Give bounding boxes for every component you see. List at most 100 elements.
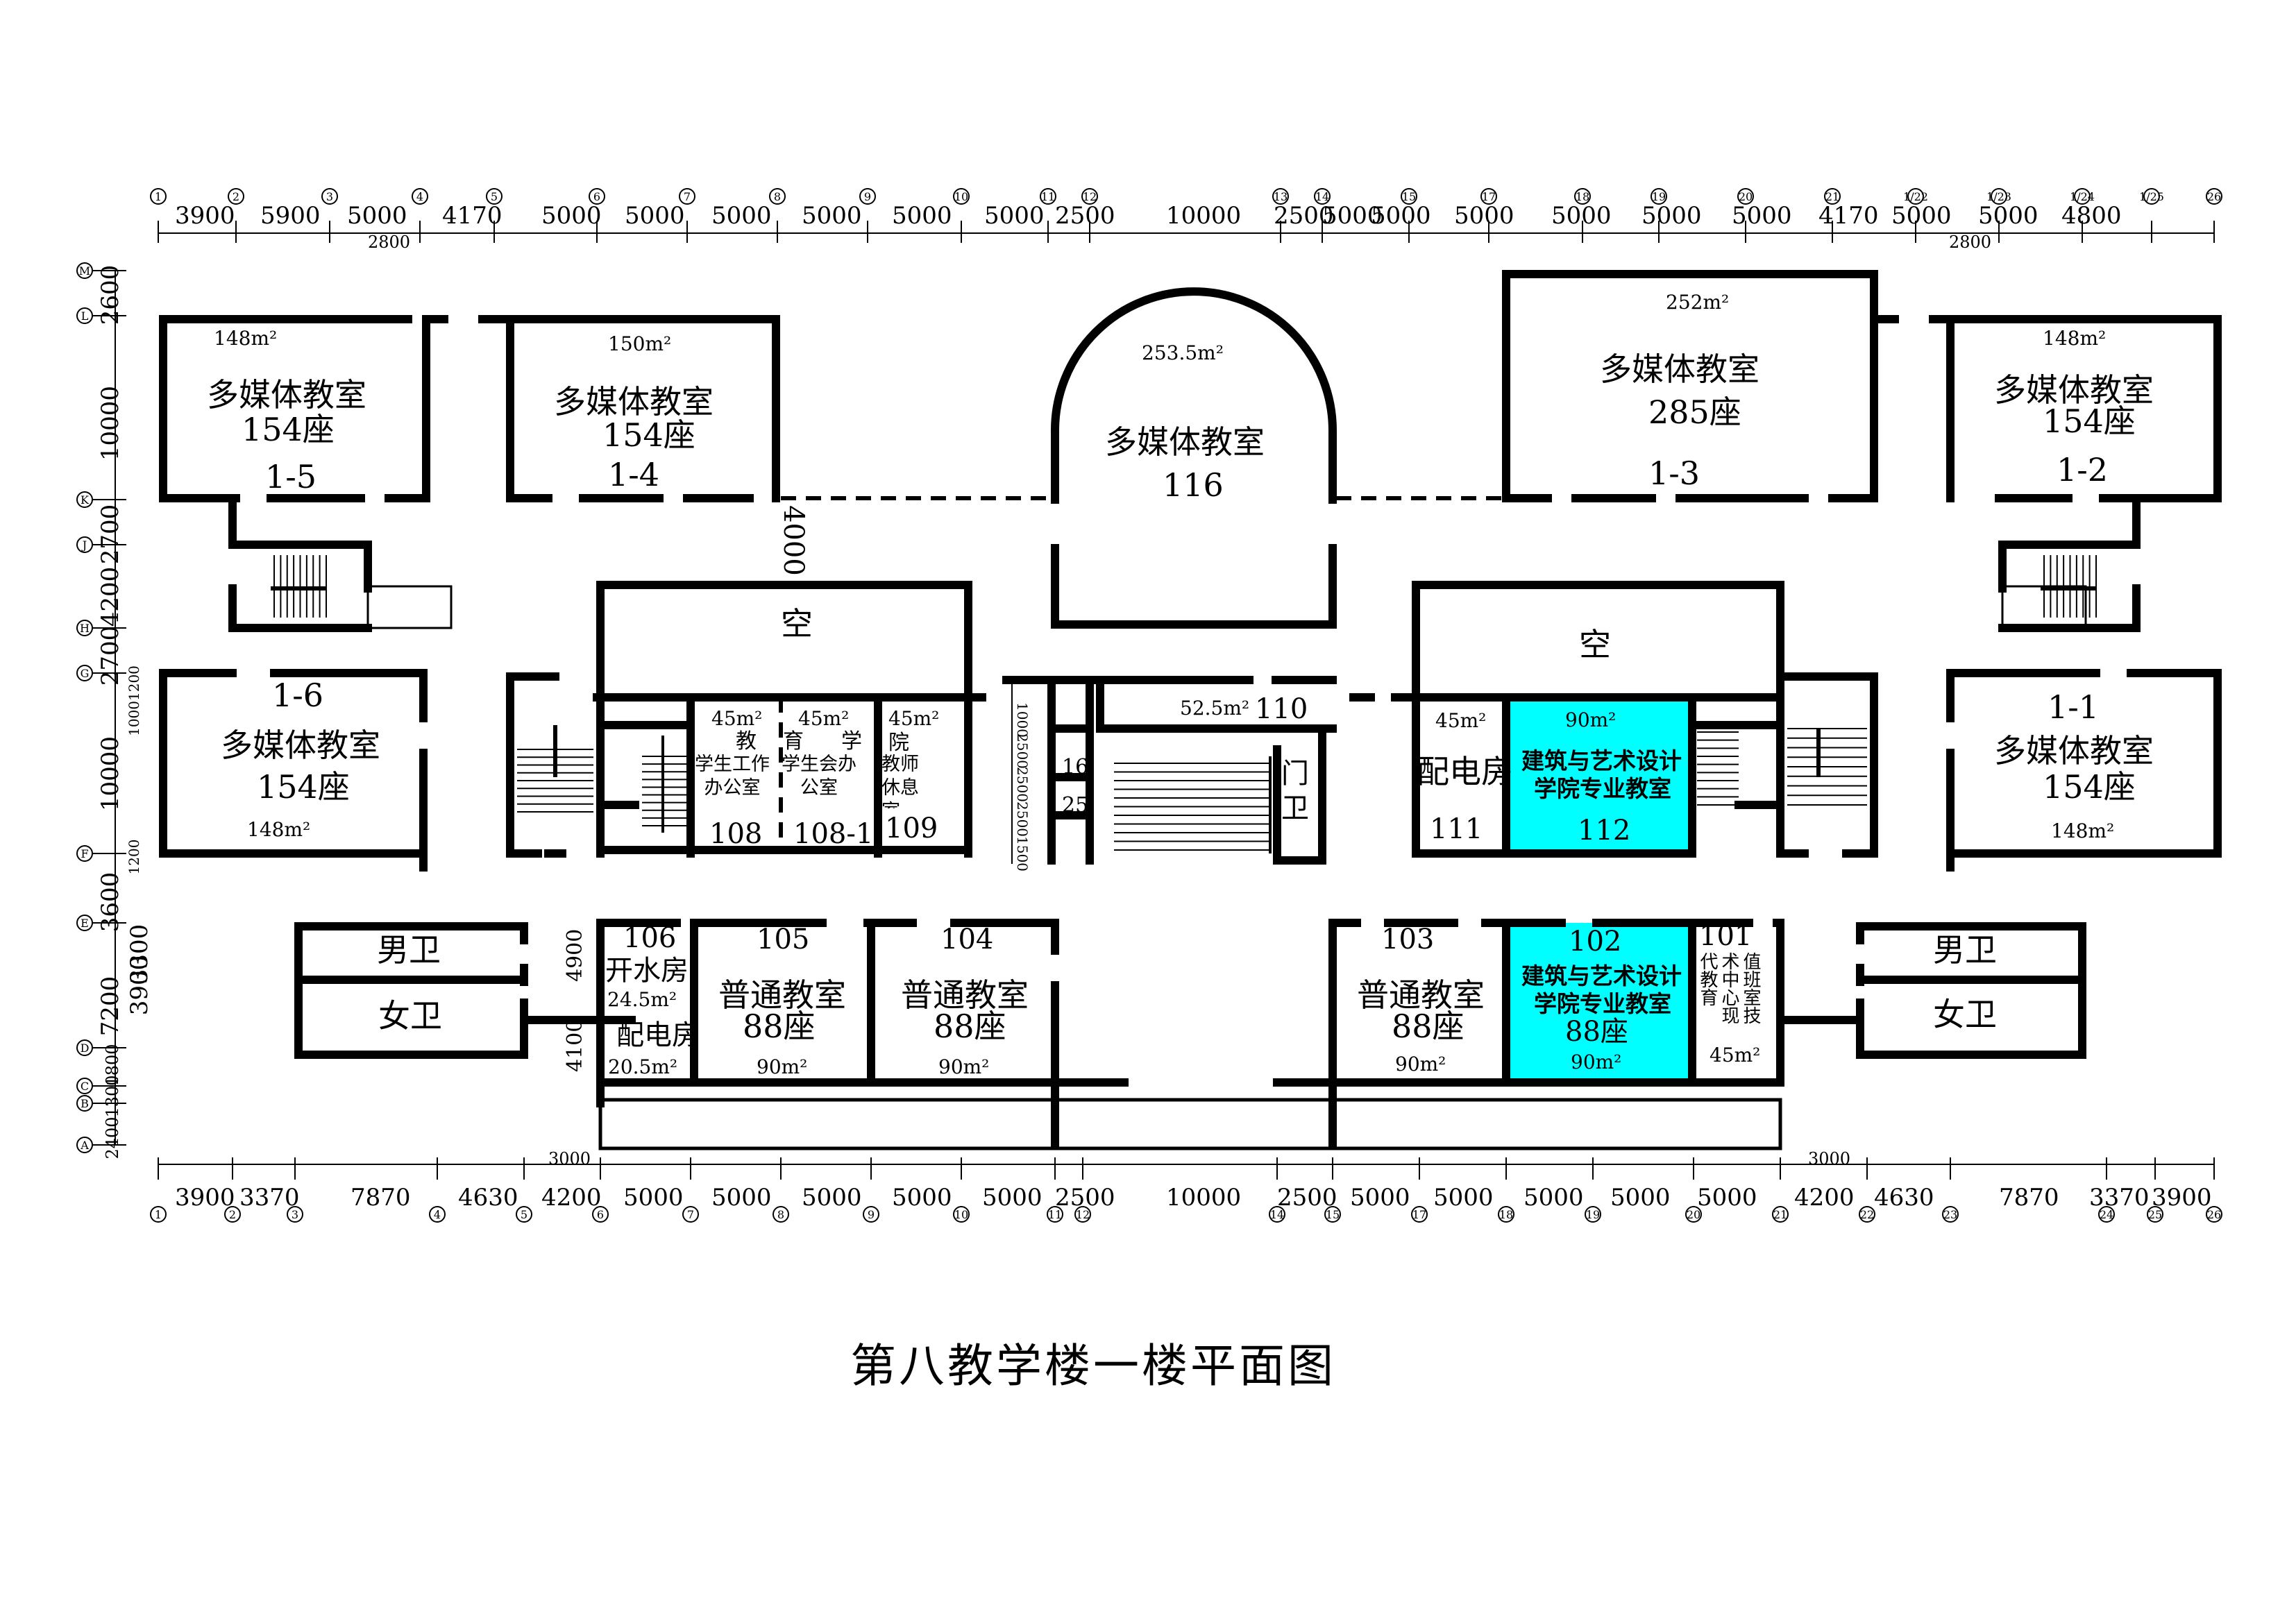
axis-marker: 11 xyxy=(1040,188,1056,205)
dim-top-label: 3900 xyxy=(175,202,235,230)
axis-marker: 10 xyxy=(953,188,970,205)
svg-text:88座: 88座 xyxy=(743,1008,816,1045)
svg-text:22: 22 xyxy=(1860,1208,1874,1221)
svg-text:育: 育 xyxy=(783,729,804,754)
svg-text:1-4: 1-4 xyxy=(608,456,659,493)
svg-text:148m²: 148m² xyxy=(2051,819,2114,842)
room-103: 103 普通教室 88座 90m² xyxy=(1357,924,1485,1076)
svg-text:1-1: 1-1 xyxy=(2048,688,2099,726)
room-1-5: 148m² 多媒体教室 154座 1-5 xyxy=(207,327,366,495)
svg-text:建筑与艺术设计: 建筑与艺术设计 xyxy=(1521,962,1682,989)
svg-text:L: L xyxy=(81,309,89,323)
svg-text:1/23: 1/23 xyxy=(1986,190,2011,203)
svg-text:11: 11 xyxy=(1041,190,1055,203)
dim-top-label: 5000 xyxy=(711,202,772,230)
dim-bottom-sub-1: 3000 xyxy=(548,1149,591,1169)
axis-marker: 22 xyxy=(1859,1206,1875,1223)
svg-text:2: 2 xyxy=(233,190,239,203)
svg-text:12: 12 xyxy=(1076,1208,1090,1221)
dim-left-label: 10001200 xyxy=(126,665,142,736)
svg-text:3: 3 xyxy=(292,1208,298,1221)
dim-bottom-label: 2500 xyxy=(1277,1184,1337,1212)
svg-text:1/22: 1/22 xyxy=(1903,190,1928,203)
axis-marker: K xyxy=(76,491,104,508)
axis-marker: 1/25 xyxy=(2139,188,2164,205)
svg-text:90m²: 90m² xyxy=(757,1055,807,1078)
svg-text:4: 4 xyxy=(434,1208,441,1221)
dim-bottom-label: 7870 xyxy=(351,1184,411,1212)
void-left: 空 xyxy=(781,605,813,643)
svg-text:7: 7 xyxy=(687,1208,694,1221)
svg-text:26: 26 xyxy=(2207,190,2221,203)
axis-marker: L xyxy=(76,307,104,324)
svg-text:9: 9 xyxy=(864,190,871,203)
axis-marker: 4 xyxy=(429,1206,446,1223)
svg-text:J: J xyxy=(81,538,87,552)
svg-text:多媒体教室: 多媒体教室 xyxy=(554,383,714,420)
room-1-1: 1-1 多媒体教室 154座 148m² xyxy=(1994,688,2154,842)
dim-top-label: 5000 xyxy=(802,202,862,230)
svg-text:20.5m²: 20.5m² xyxy=(608,1055,677,1078)
svg-text:19: 19 xyxy=(1586,1208,1600,1221)
dim-bottom-label: 5000 xyxy=(1523,1184,1584,1212)
svg-text:院: 院 xyxy=(888,731,909,755)
svg-text:1-3: 1-3 xyxy=(1648,454,1700,492)
svg-text:1-5: 1-5 xyxy=(265,458,316,495)
svg-text:1/24: 1/24 xyxy=(2070,190,2095,203)
dim-bottom-label: 5000 xyxy=(802,1184,862,1212)
svg-text:教: 教 xyxy=(736,729,757,754)
room-25: 25 xyxy=(1062,793,1088,817)
dim-inner-4000: 4000 xyxy=(777,505,809,576)
axis-marker: 7 xyxy=(679,188,695,205)
dim-top-label: 5000 xyxy=(1371,202,1431,230)
axis-marker: 2 xyxy=(224,1206,241,1223)
axis-marker: 17 xyxy=(1480,188,1497,205)
dim-left-label: 2400 xyxy=(103,1116,122,1159)
axis-marker: 1 xyxy=(150,188,167,205)
dim-bottom-label: 5000 xyxy=(1433,1184,1494,1212)
svg-text:1: 1 xyxy=(155,190,162,203)
svg-text:2: 2 xyxy=(229,1208,236,1221)
svg-text:10: 10 xyxy=(954,1208,968,1221)
room-110: 52.5m² 110 xyxy=(1180,693,1308,725)
axis-marker: 19 xyxy=(1585,1206,1601,1223)
svg-text:5: 5 xyxy=(521,1208,527,1221)
svg-text:13: 13 xyxy=(1274,190,1288,203)
axis-marker: 20 xyxy=(1685,1206,1702,1223)
svg-text:102: 102 xyxy=(1569,926,1621,958)
axis-marker: C xyxy=(76,1078,104,1094)
svg-text:普通教室: 普通教室 xyxy=(1357,976,1485,1014)
svg-text:1-2: 1-2 xyxy=(2057,451,2108,488)
svg-text:1-6: 1-6 xyxy=(272,677,323,714)
svg-text:23: 23 xyxy=(1943,1208,1957,1221)
svg-text:3: 3 xyxy=(326,190,333,203)
axis-marker: H xyxy=(76,620,104,636)
dim-inner-1500: 1500 xyxy=(1014,836,1031,872)
dim-inner-1000: 1000 xyxy=(1014,702,1031,738)
dashed-corridors xyxy=(779,496,1503,850)
axis-marker: 24 xyxy=(2098,1206,2115,1223)
dim-bottom-label: 4630 xyxy=(1874,1184,1934,1212)
dim-inner-2500a: 2500 xyxy=(1014,733,1031,769)
axis-marker: 10 xyxy=(953,1206,970,1223)
axis-marker: 4 xyxy=(412,188,428,205)
svg-text:G: G xyxy=(81,667,90,680)
dim-bottom-label: 4200 xyxy=(541,1184,602,1212)
svg-text:90m²: 90m² xyxy=(1395,1053,1446,1076)
axis-marker: 23 xyxy=(1942,1206,1959,1223)
axis-marker: 12 xyxy=(1081,188,1098,205)
axis-marker: 1/24 xyxy=(2070,188,2095,205)
svg-text:106: 106 xyxy=(623,922,676,954)
dim-left-label: 7200 xyxy=(96,976,124,1037)
dim-top-label: 5000 xyxy=(541,202,602,230)
svg-text:148m²: 148m² xyxy=(214,327,277,350)
axis-marker: 14 xyxy=(1269,1206,1285,1223)
room-108-1: 45m² 育 学 学生会办公室 108-1 xyxy=(782,707,873,850)
room-1-4: 150m² 多媒体教室 154座 1-4 xyxy=(554,332,714,493)
dim-top-sub-2: 2800 xyxy=(1949,232,1991,252)
axis-marker: 15 xyxy=(1324,1206,1341,1223)
svg-text:104: 104 xyxy=(940,924,993,955)
svg-text:6: 6 xyxy=(597,1208,604,1221)
svg-text:6: 6 xyxy=(593,190,600,203)
